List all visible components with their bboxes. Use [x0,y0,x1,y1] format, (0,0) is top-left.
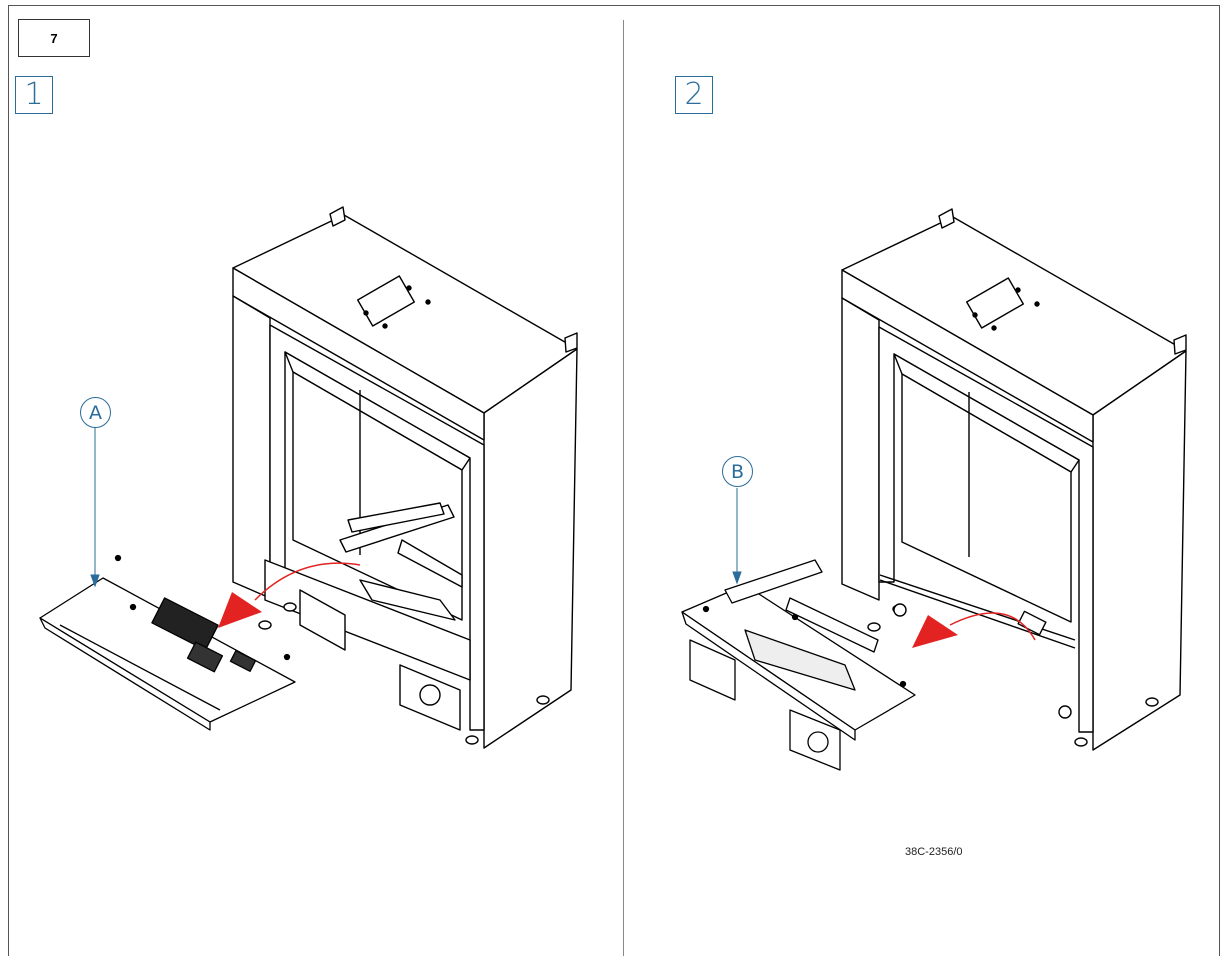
burner-tray-b [681,559,916,771]
leader-line-b [732,488,742,585]
leader-line-a [90,428,100,588]
removal-arrow-2 [912,612,1036,648]
panel-divider [623,20,624,956]
document-code: 38C-2356/0 [905,846,963,858]
cover-plate-a [39,554,296,731]
fireplace-illustration-1 [232,206,578,749]
callout-b: B [722,456,753,487]
removal-arrow-1 [218,562,361,628]
fireplace-illustration-2 [841,208,1187,751]
callout-a: A [80,397,111,428]
page-number: 7 [18,19,90,57]
step-1-number: 1 [15,76,53,114]
page-frame [8,5,1220,956]
step-2-number: 2 [675,76,713,114]
